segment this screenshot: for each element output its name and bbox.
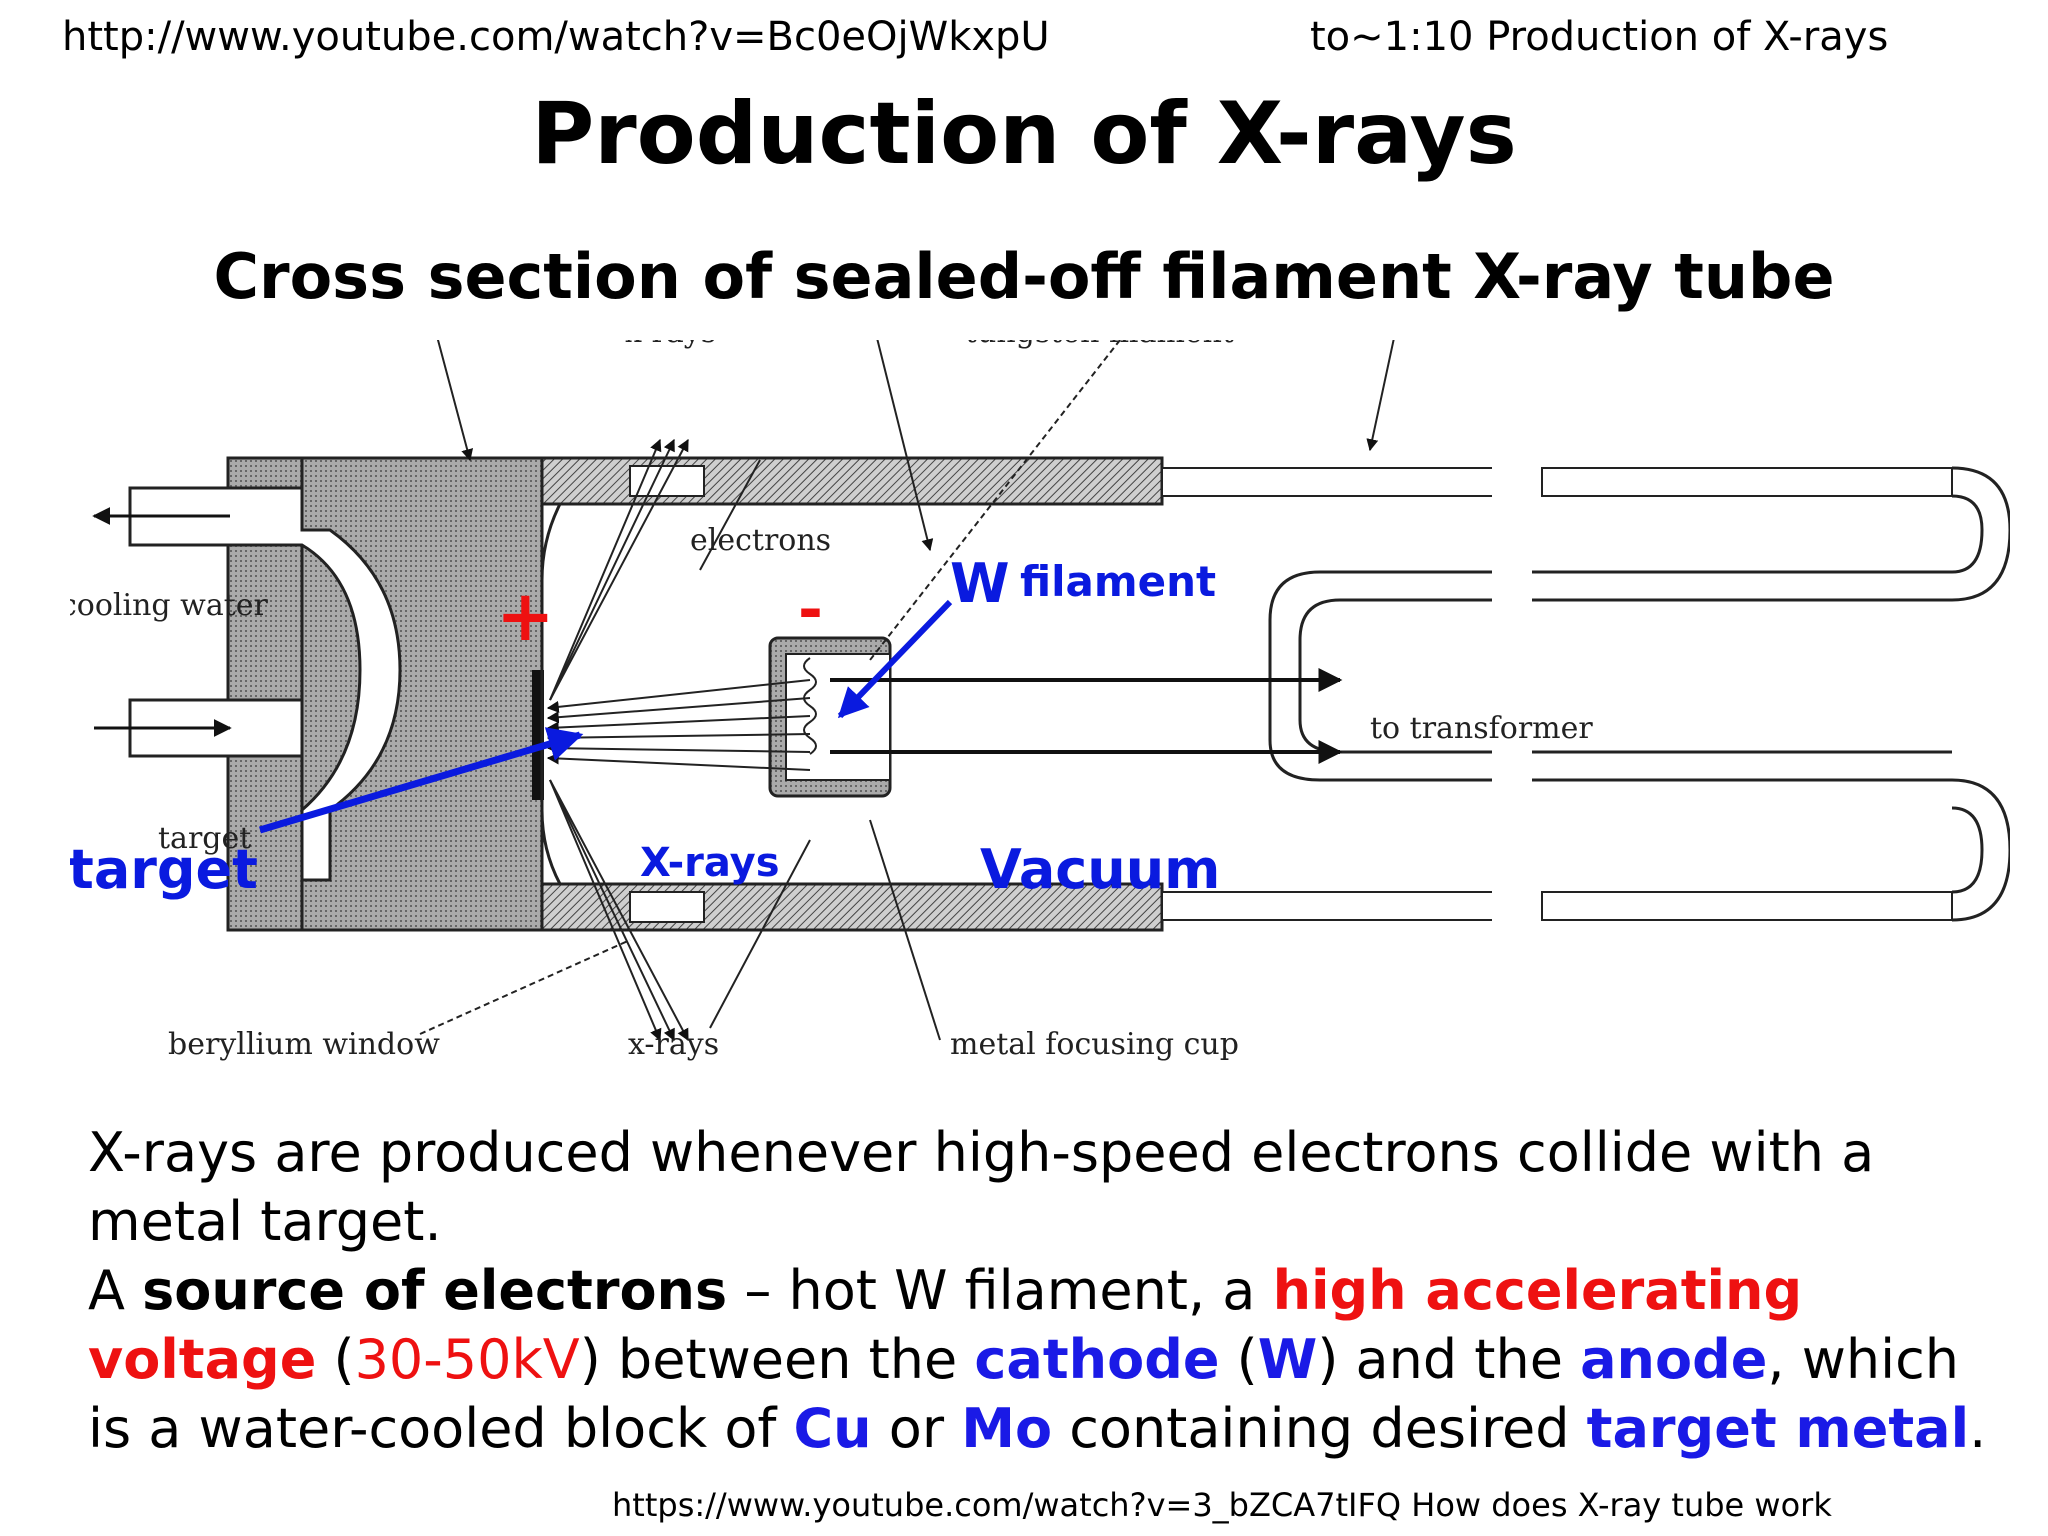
text-run: or xyxy=(871,1397,962,1460)
video-reference-top: to~1:10 Production of X-rays xyxy=(1310,14,1889,60)
plus-sign: + xyxy=(496,575,555,657)
label-to-transformer: to transformer xyxy=(1370,711,1593,746)
target-annotation: target xyxy=(70,838,258,901)
paragraph-intro: X-rays are produced whenever high-speed … xyxy=(88,1121,1875,1253)
label-tungsten-filament: tungsten filament xyxy=(965,340,1234,350)
text-run: containing desired xyxy=(1052,1397,1587,1460)
body-text: X-rays are produced whenever high-speed … xyxy=(88,1118,2018,1463)
target-pointer-arrow xyxy=(259,727,584,834)
focusing-cup xyxy=(768,636,1343,798)
anode-block xyxy=(128,456,544,932)
label-electrons: electrons xyxy=(690,523,831,558)
text-run: . xyxy=(1969,1397,1987,1460)
cu-term: Cu xyxy=(793,1397,872,1460)
text-run: ( xyxy=(1219,1328,1258,1391)
text-run: ) between the xyxy=(579,1328,975,1391)
xray-tube-diagram: copper vacuum glass x-rays tungsten fila… xyxy=(70,340,2010,1062)
label-target: target xyxy=(158,821,251,856)
w-filament-annotation: filament xyxy=(1020,557,1216,606)
mo-term: Mo xyxy=(961,1397,1053,1460)
label-xrays-bottom: x-rays xyxy=(628,1027,719,1062)
source-url-top[interactable]: http://www.youtube.com/watch?v=Bc0eOjWkx… xyxy=(62,14,1050,60)
w-prefix-annotation: W xyxy=(950,552,1010,615)
cathode-term: cathode xyxy=(974,1328,1220,1391)
anode-term: anode xyxy=(1580,1328,1768,1391)
page-title: Production of X-rays xyxy=(531,84,1517,184)
vacuum-annotation: Vacuum xyxy=(980,838,1220,901)
minus-sign: - xyxy=(798,575,823,645)
paragraph-details: A source of electrons – hot W filament, … xyxy=(88,1256,2018,1463)
high-voltage-term: high accelerating voltage xyxy=(88,1259,1803,1391)
text-run: A xyxy=(88,1259,143,1322)
label-metal-focusing-cup: metal focusing cup xyxy=(950,1027,1239,1062)
text-run: , which is a water-cooled block of xyxy=(88,1328,1959,1460)
xrays-annotation: X-rays xyxy=(640,840,780,886)
text-run: – hot W filament, a xyxy=(727,1259,1273,1322)
w-term: W xyxy=(1257,1328,1318,1391)
label-cooling-water: cooling water xyxy=(70,588,269,623)
text-run: ) and the xyxy=(1317,1328,1581,1391)
xray-beams xyxy=(549,438,689,1042)
target-metal-term: target metal xyxy=(1586,1397,1970,1460)
source-url-bottom[interactable]: https://www.youtube.com/watch?v=3_bZCA7t… xyxy=(612,1486,1832,1524)
filament-pointer-arrow xyxy=(837,599,953,719)
tube-shell xyxy=(540,456,2010,940)
voltage-range: 30-50kV xyxy=(354,1328,580,1391)
label-xrays-top: x-rays xyxy=(625,340,716,350)
text-run: ( xyxy=(316,1328,355,1391)
source-of-electrons-term: source of electrons xyxy=(142,1259,728,1322)
page-subtitle: Cross section of sealed-off filament X-r… xyxy=(213,240,1835,313)
electron-beams xyxy=(546,679,811,771)
label-beryllium-window: beryllium window xyxy=(168,1027,440,1062)
